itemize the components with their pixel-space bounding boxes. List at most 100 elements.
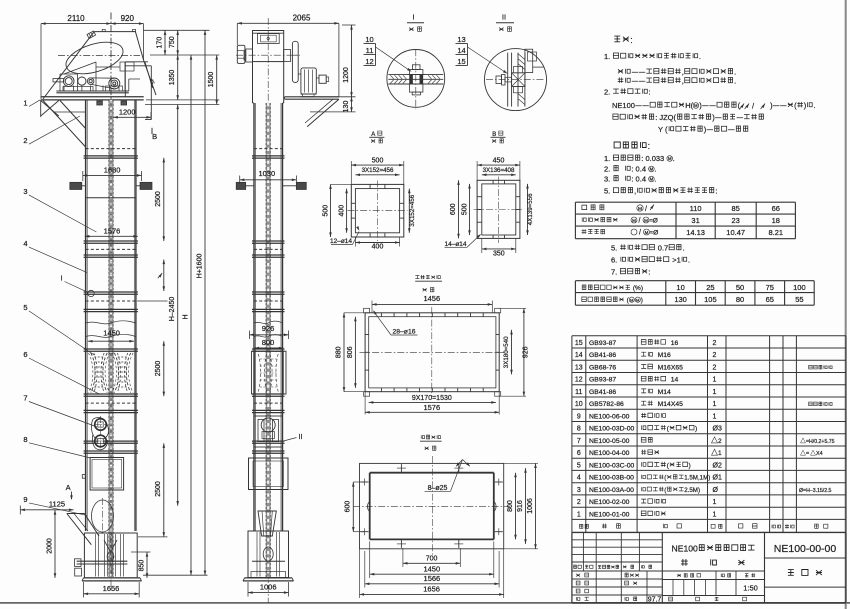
svg-text:M14X45: M14X45 — [658, 401, 684, 408]
svg-text:15: 15 — [575, 340, 583, 347]
svg-text:2065: 2065 — [293, 14, 311, 23]
svg-text:10: 10 — [575, 401, 583, 408]
svg-text:): ) — [804, 101, 807, 110]
svg-text:1200: 1200 — [119, 107, 136, 116]
svg-text:M: M — [645, 230, 649, 235]
svg-text:>1: >1 — [672, 256, 681, 265]
svg-text:1450: 1450 — [423, 564, 440, 573]
svg-text:(%): (%) — [633, 285, 643, 292]
svg-text:800: 800 — [262, 338, 275, 347]
svg-text:Y (: Y ( — [658, 125, 668, 134]
svg-text:11: 11 — [366, 46, 374, 55]
svg-text:2.: 2. — [604, 88, 610, 97]
svg-text:4: 4 — [577, 475, 581, 482]
svg-text:.: . — [699, 52, 701, 61]
svg-text:,: , — [682, 68, 684, 77]
svg-text:130: 130 — [674, 295, 687, 304]
svg-text:GB93-87: GB93-87 — [589, 340, 616, 347]
svg-text:880: 880 — [336, 346, 343, 358]
svg-text:55: 55 — [795, 295, 803, 304]
svg-text:(: ( — [667, 462, 670, 469]
svg-text:2500: 2500 — [155, 191, 162, 207]
svg-text:1030: 1030 — [258, 169, 275, 178]
svg-text:700: 700 — [426, 556, 438, 563]
svg-text:(: ( — [627, 297, 630, 304]
svg-text:2: 2 — [713, 352, 717, 359]
svg-text:8–ø25: 8–ø25 — [428, 485, 448, 492]
svg-text:5: 5 — [23, 303, 27, 312]
svg-text:916: 916 — [517, 500, 524, 512]
svg-text:350: 350 — [493, 251, 505, 258]
svg-text:1576: 1576 — [104, 227, 121, 236]
svg-text:806: 806 — [347, 346, 354, 358]
svg-text:): ) — [770, 101, 773, 110]
svg-text:1200: 1200 — [343, 67, 350, 83]
svg-text:.: . — [688, 256, 690, 265]
svg-text:II: II — [502, 13, 506, 22]
svg-text:1: 1 — [713, 377, 717, 384]
svg-text:.: . — [673, 156, 675, 163]
svg-text:1: 1 — [713, 499, 717, 506]
svg-text:18: 18 — [772, 216, 780, 225]
svg-text:6: 6 — [577, 450, 581, 457]
svg-text:M: M — [694, 103, 698, 108]
svg-text:80: 80 — [736, 295, 744, 304]
svg-text:9: 9 — [23, 495, 27, 504]
svg-text:2500: 2500 — [155, 361, 162, 377]
svg-text:X4: X4 — [816, 451, 823, 457]
svg-text:(: ( — [738, 101, 741, 110]
svg-text:7: 7 — [577, 438, 581, 445]
svg-text:: 0.4: : 0.4 — [631, 165, 646, 174]
svg-text:M: M — [638, 206, 642, 212]
svg-text:): ) — [695, 426, 697, 433]
svg-text:500: 500 — [372, 157, 384, 164]
svg-text:45: 45 — [148, 78, 155, 85]
svg-text:6.: 6. — [611, 256, 617, 265]
svg-text:600: 600 — [450, 203, 457, 215]
svg-text:B: B — [152, 132, 157, 141]
svg-text:M: M — [644, 218, 648, 223]
svg-text:1:50: 1:50 — [743, 584, 758, 593]
svg-text:: JZQ(: : JZQ( — [655, 113, 676, 122]
svg-text::: : — [630, 35, 633, 45]
svg-text:14.13: 14.13 — [686, 228, 705, 237]
svg-text:H: H — [182, 314, 189, 319]
svg-text:2000: 2000 — [46, 538, 53, 554]
svg-text:H(: H( — [685, 101, 693, 110]
svg-text:II: II — [299, 434, 303, 441]
svg-text:): ) — [689, 462, 691, 469]
svg-text:H+1600: H+1600 — [196, 254, 203, 279]
svg-text:1350: 1350 — [169, 70, 176, 86]
svg-text:: 0.4: : 0.4 — [631, 175, 646, 184]
svg-text:I: I — [61, 275, 63, 282]
svg-text:.: . — [654, 177, 656, 184]
svg-text:=H/0.2+5.75: =H/0.2+5.75 — [806, 439, 835, 445]
svg-text:1: 1 — [577, 511, 581, 518]
svg-text:/: / — [639, 230, 641, 237]
svg-text:850: 850 — [138, 560, 145, 572]
svg-text:28–ø16: 28–ø16 — [392, 329, 415, 336]
svg-text:800: 800 — [507, 500, 514, 512]
svg-text:130: 130 — [343, 101, 350, 113]
svg-text:2: 2 — [713, 340, 717, 347]
svg-text:4: 4 — [23, 239, 27, 248]
svg-text::: : — [648, 141, 651, 151]
svg-text:M16X65: M16X65 — [658, 365, 684, 372]
svg-text:1.5M,1M): 1.5M,1M) — [684, 475, 710, 482]
svg-text:600: 600 — [345, 501, 352, 513]
svg-text:2: 2 — [713, 365, 717, 372]
svg-text:1656: 1656 — [423, 584, 440, 593]
svg-text:3.: 3. — [604, 175, 610, 184]
svg-text:GB68-76: GB68-76 — [589, 365, 616, 372]
svg-text:,: , — [682, 77, 684, 86]
svg-text:5.: 5. — [604, 187, 610, 196]
svg-text:500: 500 — [461, 203, 468, 215]
svg-text:12–ø14: 12–ø14 — [330, 238, 352, 245]
svg-text:100: 100 — [793, 283, 806, 292]
svg-text:750: 750 — [169, 36, 176, 48]
svg-text:1: 1 — [23, 99, 27, 108]
svg-text:(: ( — [664, 487, 667, 494]
svg-text:M14: M14 — [658, 389, 671, 396]
svg-text:1: 1 — [713, 511, 717, 518]
svg-text:14: 14 — [575, 352, 583, 359]
